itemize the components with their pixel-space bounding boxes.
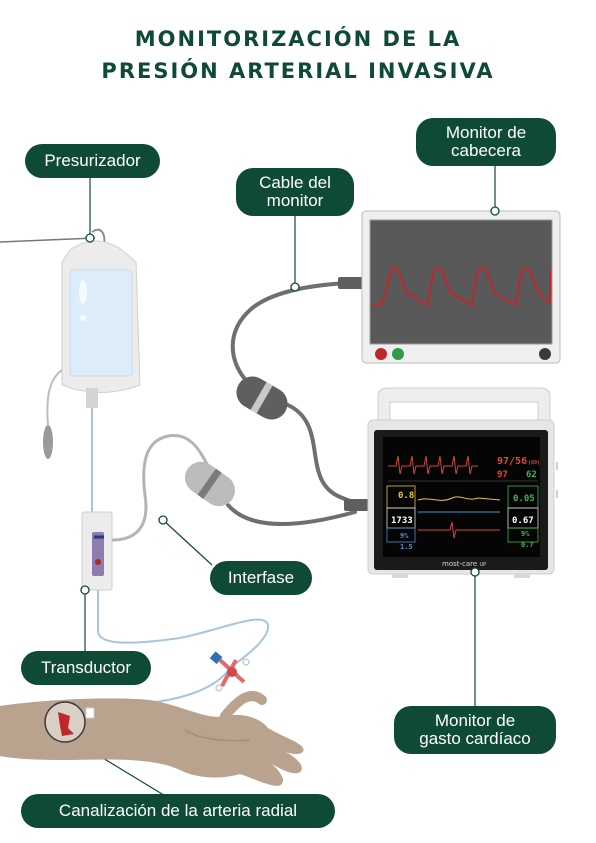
label-cable-monitor: Cable del monitor [236,168,354,216]
label-interfase: Interfase [210,561,312,595]
label-presurizador-text: Presurizador [44,151,141,170]
cables [226,281,357,527]
screen-pressure-mean: (69) [528,460,540,466]
label-monitor-gasto-line2: gasto cardíaco [419,729,531,748]
radial-cannula [44,701,95,743]
label-transductor: Transductor [21,651,151,685]
forearm-hand [0,691,304,786]
pressure-bag [43,228,141,459]
label-monitor-gasto: Monitor de gasto cardíaco [394,706,556,754]
label-canalizacion-text: Canalización de la arteria radial [58,801,298,820]
gasto-monitor [367,387,558,578]
title-line-2: PRESIÓN ARTERIAL INVASIVA [101,59,495,83]
stopcock [209,651,250,692]
label-interfase-text: Interfase [227,568,295,587]
bedside-waveform [371,265,551,307]
plug-bedside [338,277,364,289]
screen-co: 0.8 [398,491,414,501]
arterial-tubing [97,590,269,669]
connector-lower [184,461,236,507]
screen-small-3: 1.5 [400,543,413,551]
label-monitor-cabecera-line2: cabecera [451,141,521,160]
screen-cce: 0.05 [513,494,535,504]
label-cable-line1: Cable del [259,173,331,192]
screen-small-4: 0.7 [521,541,534,549]
screen-dpmx: 0.67 [512,516,534,526]
pole-line [0,237,96,243]
plug-gasto [344,499,372,511]
bedside-monitor [361,210,561,364]
transductor-device [81,511,113,591]
interfase-cable [111,433,212,542]
connector-upper [236,376,288,420]
label-monitor-gasto-line1: Monitor de [434,711,516,730]
screen-small-1: 9% [400,532,409,540]
screen-spo2: 62 [526,470,537,480]
screen-svr: 1733 [391,516,413,526]
screen-small-2: 9% [521,530,530,538]
label-presurizador: Presurizador [25,144,160,178]
gasto-brand: most-care UP [442,560,486,568]
anchor-dots [80,206,500,595]
label-transductor-text: Transductor [40,658,132,677]
screen-pressure: 97/56 [497,456,527,467]
label-monitor-cabecera: Monitor de cabecera [416,118,556,166]
gasto-screen-values: 97/56 (69) 97 62 0.8 0.05 1733 0.67 9% 9… [391,456,540,551]
label-canalizacion: Canalización de la arteria radial [21,794,335,828]
label-cable-line2: monitor [266,191,324,210]
title-line-1: MONITORIZACIÓN DE LA [134,27,462,51]
screen-hr: 97 [497,470,508,480]
label-monitor-cabecera-line1: Monitor de [445,123,527,142]
